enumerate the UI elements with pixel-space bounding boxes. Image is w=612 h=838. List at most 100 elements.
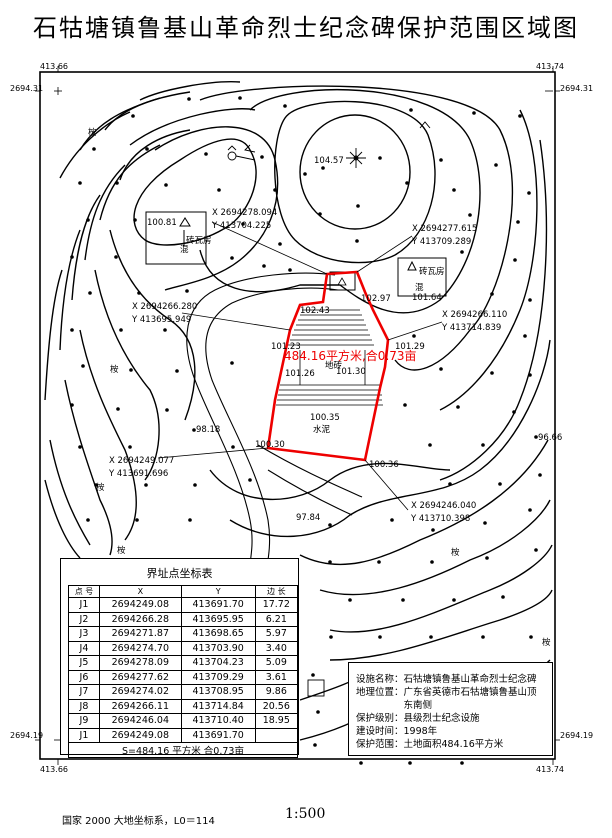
cell-length: 3.61 — [254, 669, 299, 685]
map-title: 石牯塘镇鲁基山革命烈士纪念碑保护范围区域图 — [33, 14, 579, 42]
cell-x: 2694266.28 — [98, 611, 182, 627]
info-name: 设施名称：石牯塘镇鲁基山革命烈士纪念碑 — [356, 674, 537, 685]
house-2-type: 混 — [415, 282, 424, 293]
table-title: 界址点坐标表 — [146, 567, 213, 580]
info-level: 保护级别：县级烈士纪念设施 — [356, 713, 480, 724]
corner-label-bottom-right-x: 413.74 — [536, 765, 564, 774]
spot-height-100-81: 100.81 — [147, 218, 177, 228]
info-panel: 设施名称：石牯塘镇鲁基山革命烈士纪念碑 地理位置：广东省英德市石牯塘镇鲁基山顶 … — [348, 662, 553, 756]
cell-y: 413704.23 — [180, 655, 256, 671]
cell-y: 413695.95 — [180, 611, 256, 627]
cell-point: J7 — [68, 684, 100, 700]
cell-point: J2 — [68, 611, 100, 627]
paving-label: 地砖 — [325, 360, 343, 371]
coord-callout-3-x: X 2694266.280 — [132, 302, 197, 312]
spot-height-dots — [70, 96, 542, 765]
header-y: Y — [180, 585, 256, 598]
info-location-cont: 东南侧 — [356, 700, 433, 711]
cell-x: 2694274.02 — [98, 684, 182, 700]
spot-height-96-66: 96.66 — [538, 433, 562, 443]
spot-height-97-84: 97.84 — [296, 513, 320, 523]
spot-height-101-23: 101.23 — [271, 342, 301, 352]
leader-lines — [157, 221, 443, 511]
tree-symbol: 桉 — [88, 127, 97, 138]
cell-x: 2694274.70 — [98, 640, 182, 656]
corner-label-top-left-x: 413.66 — [40, 62, 68, 71]
map-scale: 1:500 — [285, 806, 326, 822]
corner-label-bottom-right-y: 2694.19 — [560, 731, 594, 740]
coord-callout-6-x: X 2694246.040 — [411, 501, 476, 511]
info-scope: 保护范围：土地面积484.16平方米 — [356, 739, 504, 750]
spot-height-101-29: 101.29 — [395, 342, 425, 352]
spot-height-100-30: 100.30 — [255, 440, 285, 450]
corner-label-top-left-y: 2694.31 — [10, 84, 44, 93]
house-1-label: 砖瓦房 — [186, 235, 212, 246]
cell-point: J8 — [68, 698, 100, 714]
spot-height-101-64: 101.64 — [412, 293, 442, 303]
cell-y: 413710.40 — [180, 713, 256, 729]
cell-y: 413691.70 — [180, 597, 256, 613]
table-summary: S=484.16 平方米 合0.73亩 — [68, 742, 298, 758]
cell-point: J6 — [68, 669, 100, 685]
spot-height-102-97: 102.97 — [361, 294, 391, 304]
cell-x: 2694271.87 — [98, 626, 182, 642]
area-label: 484.16平方米,合0.73亩 — [284, 348, 417, 363]
info-built: 建设时间：1998年 — [356, 726, 438, 737]
coord-callout-5-y: Y 413691.696 — [108, 469, 168, 479]
corner-label-top-right-y: 2694.31 — [560, 84, 594, 93]
cell-length: 6.21 — [254, 611, 299, 627]
spot-height-102-43: 102.43 — [300, 306, 330, 316]
small-structure — [307, 679, 325, 697]
coord-callout-2-y: Y 413709.289 — [411, 237, 471, 247]
cell-x: 2694266.11 — [98, 698, 182, 714]
house-2 — [397, 257, 447, 297]
coord-callout-2-x: X 2694277.615 — [412, 224, 477, 234]
coord-callout-4-x: X 2694266.110 — [442, 310, 507, 320]
header-x: X — [98, 585, 182, 598]
cell-x: 2694278.09 — [98, 655, 182, 671]
cell-y: 413691.70 — [180, 727, 256, 743]
vegetation-marks — [227, 121, 431, 161]
map-frame — [39, 71, 556, 760]
cement-label: 水泥 — [313, 424, 331, 435]
cell-point: J3 — [68, 626, 100, 642]
cell-length: 5.97 — [254, 626, 299, 642]
cell-point: J9 — [68, 713, 100, 729]
cell-y: 413714.84 — [180, 698, 256, 714]
tree-symbol: 桉 — [542, 637, 551, 648]
tree-symbol: 桉 — [96, 482, 105, 493]
cell-y: 413698.65 — [180, 626, 256, 642]
protection-boundary — [266, 270, 390, 462]
coord-callout-3-y: Y 413695.949 — [131, 315, 191, 325]
info-location: 地理位置：广东省英德市石牯塘镇鲁基山顶 — [356, 687, 537, 698]
corner-label-bottom-left-x: 413.66 — [40, 765, 68, 774]
cell-length: 3.40 — [254, 640, 299, 656]
contour-lines — [44, 81, 553, 756]
cell-length: 9.86 — [254, 684, 299, 700]
house-1 — [145, 211, 207, 265]
cell-point: J5 — [68, 655, 100, 671]
spot-height-100-35: 100.35 — [310, 413, 340, 423]
cell-x: 2694249.08 — [98, 597, 182, 613]
cell-y: 413708.95 — [180, 684, 256, 700]
cell-y: 413703.90 — [180, 640, 256, 656]
cell-length — [254, 727, 299, 743]
house-2-label: 砖瓦房 — [419, 266, 445, 277]
cell-y: 413709.29 — [180, 669, 256, 685]
cell-length: 18.95 — [254, 713, 299, 729]
coord-callout-6-y: Y 413710.398 — [410, 514, 470, 524]
coord-callout-4-y: Y 413714.839 — [441, 323, 501, 333]
header-point: 点 号 — [68, 585, 100, 598]
corner-label-bottom-left-y: 2694.19 — [10, 731, 44, 740]
coord-callout-5-x: X 2694249.077 — [109, 456, 174, 466]
